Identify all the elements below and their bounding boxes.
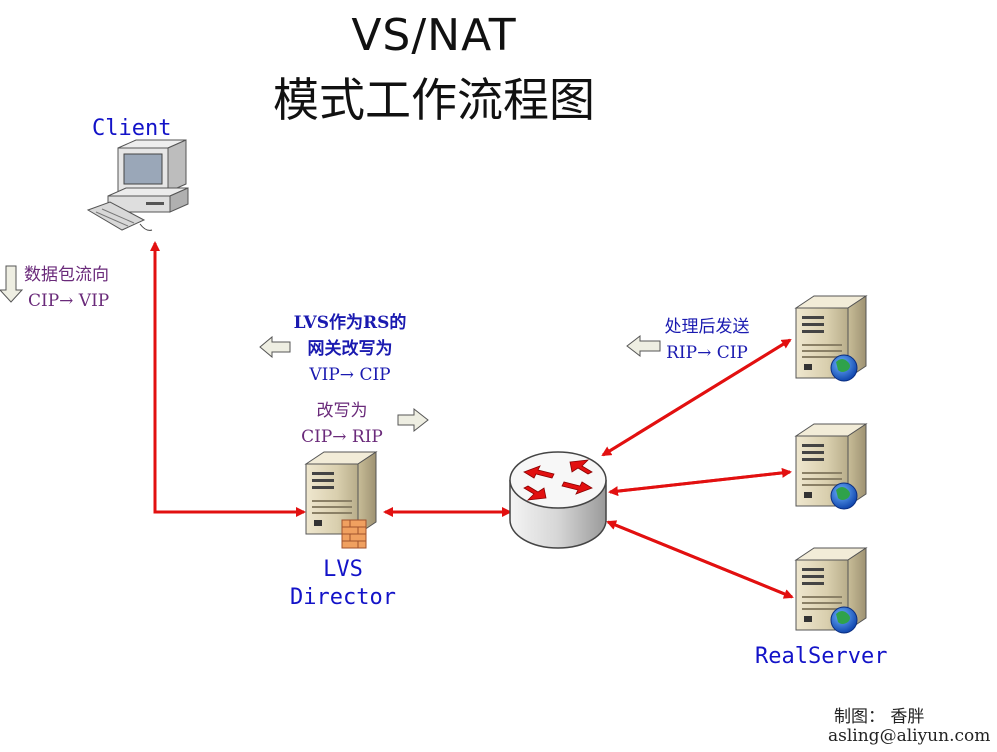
processed-send-line1: 处理后发送 (664, 317, 750, 337)
gateway-rewrite-annotation: LVS作为RS的 网关改写为 VIP→ CIP (276, 310, 424, 388)
client-lvs-link (153, 245, 306, 517)
lvs-director-server-icon (305, 451, 377, 549)
lvs-label-line1: LVS (323, 557, 363, 582)
rs3-router-link (606, 520, 793, 599)
realserver-3-icon (795, 547, 867, 634)
router-icon (509, 451, 607, 549)
realserver-1-icon (795, 295, 867, 382)
packet-flow-annotation: 数据包流向 CIP→ VIP (24, 262, 109, 314)
gateway-rewrite-line3: VIP→ CIP (309, 365, 391, 385)
packet-flow-line1: 数据包流向 (24, 265, 109, 285)
diagram-title-line1: VS/NAT (351, 10, 517, 61)
credit-email: asling@aliyun.com (828, 726, 991, 746)
rewrite-annotation: 改写为 CIP→ RIP (284, 398, 400, 450)
left-arrow-icon-processed (626, 334, 661, 358)
firewall-icon (341, 519, 367, 549)
right-arrow-icon-rewrite (397, 407, 429, 433)
lvs-label-line2: Director (290, 585, 396, 610)
rewrite-line2: CIP→ RIP (301, 427, 383, 447)
left-arrow-icon-gateway (259, 335, 291, 359)
lvs-director-label: LVS Director (270, 556, 416, 612)
realserver-label: RealServer (755, 644, 888, 669)
gateway-rewrite-line1: LVS作为RS的 (293, 313, 407, 333)
rs2-router-link (608, 470, 791, 497)
realserver-2-icon (795, 423, 867, 510)
diagram-title-line2: 模式工作流程图 (273, 73, 595, 127)
client-label: Client (92, 116, 172, 141)
down-arrow-icon (0, 265, 24, 303)
packet-flow-line2: CIP→ VIP (28, 291, 110, 311)
processed-send-line2: RIP→ CIP (666, 343, 748, 363)
rs1-router-link (601, 338, 791, 457)
credit-author: 制图： 香胖 (834, 707, 925, 727)
rewrite-line1: 改写为 (316, 401, 368, 421)
client-computer-icon (86, 139, 189, 231)
gateway-rewrite-line2: 网关改写为 (307, 339, 393, 359)
processed-send-annotation: 处理后发送 RIP→ CIP (652, 314, 762, 366)
